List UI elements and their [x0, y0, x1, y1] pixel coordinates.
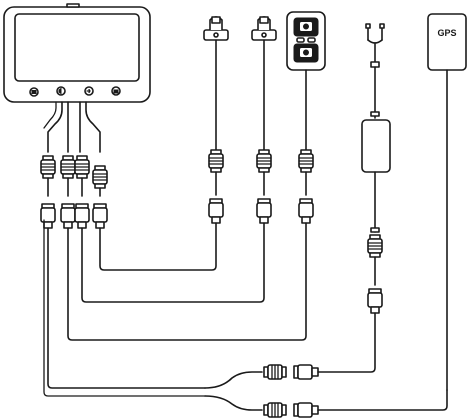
camera-2 [251, 16, 277, 224]
monitor-plugs [40, 155, 108, 197]
monitor [3, 3, 151, 103]
power-converter-box [361, 119, 391, 173]
remote-control [286, 11, 326, 224]
extension-socket-2 [60, 203, 76, 229]
power-connector-pair [263, 312, 376, 380]
monitor-plug-2 [60, 155, 76, 179]
monitor-plug-4 [92, 165, 108, 189]
extension-socket-3 [74, 203, 90, 229]
monitor-plug-3 [74, 155, 90, 179]
power-adapter [361, 23, 391, 314]
gps-connector-pair [263, 389, 448, 418]
monitor-plug-1 [40, 155, 56, 179]
monitor-cable-bundle [43, 101, 101, 153]
camera-1 [203, 16, 229, 224]
extension-socket-1 [40, 203, 56, 229]
extension-socket-4 [92, 203, 108, 229]
gps-label: GPS [437, 28, 456, 38]
monitor-buttons [29, 86, 121, 97]
extension-sockets [40, 203, 108, 229]
gps-module: GPS [427, 13, 467, 391]
routing-cables [43, 219, 307, 411]
